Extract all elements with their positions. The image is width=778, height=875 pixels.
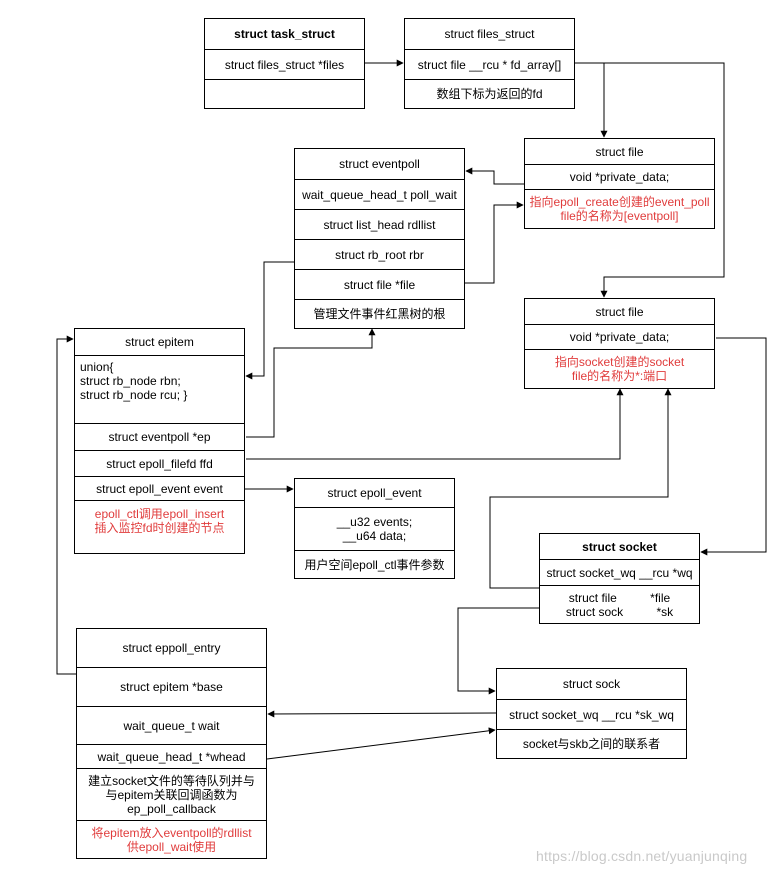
eventpoll-note: 管理文件事件红黑树的根 <box>295 299 464 328</box>
watermark: https://blog.csdn.net/yuanjunqing <box>536 848 748 864</box>
epoll-event-fields: __u32 events; __u64 data; <box>295 507 454 550</box>
epitem-event-field: struct epoll_event event <box>75 476 244 500</box>
arrow-ffd-to-socket-file <box>246 388 624 460</box>
arrow-private-data-to-eventpoll <box>465 167 524 185</box>
arrow-whead-to-sk-wq <box>266 727 496 760</box>
eppoll-entry-box: struct eppoll_entry struct epitem *base … <box>76 628 267 859</box>
arrow-private-data-to-socket <box>700 337 767 556</box>
files-struct-box: struct files_struct struct file __rcu * … <box>404 18 575 109</box>
eppoll-entry-title: struct eppoll_entry <box>122 641 221 655</box>
eventpoll-title: struct eventpoll <box>339 157 420 171</box>
arrow-socket-file-to-file <box>489 388 672 589</box>
socket-file-private-data-field: void *private_data; <box>525 324 714 349</box>
eventpoll-file-field: struct file *file <box>295 269 464 299</box>
epitem-note: epoll_ctl调用epoll_insert 插入监控fd时创建的节点 <box>75 500 244 540</box>
eppoll-entry-callback-note: 建立socket文件的等待队列并与 与epitem关联回调函数为 ep_poll… <box>77 768 266 820</box>
socket-file-title: struct file <box>595 304 644 319</box>
eppoll-entry-base-field: struct epitem *base <box>77 667 266 706</box>
eppoll-entry-whead-field: wait_queue_head_t *whead <box>77 744 266 768</box>
eventpoll-box: struct eventpoll wait_queue_head_t poll_… <box>294 148 465 329</box>
socket-title: struct socket <box>582 539 657 554</box>
files-struct-fd-array-field: struct file __rcu * fd_array[] <box>405 49 574 79</box>
eventpoll-rbr-field: struct rb_root rbr <box>295 239 464 269</box>
files-struct-fd-note: 数组下标为返回的fd <box>405 79 574 108</box>
epitem-ffd-field: struct epoll_filefd ffd <box>75 450 244 476</box>
files-struct-title: struct files_struct <box>444 27 535 41</box>
arrow-rbr-to-epitem <box>245 261 294 380</box>
sock-box: struct sock struct socket_wq __rcu *sk_w… <box>496 668 687 759</box>
epitem-union-field: union{ struct rb_node rbn; struct rb_nod… <box>75 355 244 423</box>
task-struct-title: struct task_struct <box>234 27 335 41</box>
eppoll-entry-wait-field: wait_queue_t wait <box>77 706 266 744</box>
epoll-event-box: struct epoll_event __u32 events; __u64 d… <box>294 478 455 579</box>
arrow-eppoll-entry-to-epitem <box>56 335 76 675</box>
epoll-file-title: struct file <box>595 144 644 159</box>
eppoll-entry-rdllist-note: 将epitem放入eventpoll的rdllist 供epoll_wait使用 <box>77 820 266 858</box>
epitem-box: struct epitem union{ struct rb_node rbn;… <box>74 328 245 554</box>
arrow-sk-wq-to-wait <box>267 710 497 718</box>
arrow-ep-to-eventpoll <box>246 328 376 438</box>
socket-wq-field: struct socket_wq __rcu *wq <box>540 559 699 585</box>
epoll-file-private-data-field: void *private_data; <box>525 164 714 189</box>
socket-box: struct socket struct socket_wq __rcu *wq… <box>539 533 700 624</box>
arrow-sk-to-sock <box>457 607 539 695</box>
sock-note: socket与skb之间的联系者 <box>497 729 686 758</box>
task-struct-box: struct task_struct struct files_struct *… <box>204 18 365 109</box>
task-struct-empty-field <box>205 79 364 108</box>
sock-sk-wq-field: struct socket_wq __rcu *sk_wq <box>497 699 686 729</box>
epoll-event-note: 用户空间epoll_ctl事件参数 <box>295 550 454 578</box>
epoll-event-title: struct epoll_event <box>327 486 422 500</box>
epoll-file-note: 指向epoll_create创建的event_poll file的名称为[eve… <box>525 189 714 228</box>
sock-title: struct sock <box>562 677 621 691</box>
eventpoll-rdllist-field: struct list_head rdllist <box>295 209 464 239</box>
epitem-ep-field: struct eventpoll *ep <box>75 423 244 450</box>
task-struct-files-field: struct files_struct *files <box>205 49 364 79</box>
socket-file-box: struct file void *private_data; 指向socket… <box>524 298 715 389</box>
eventpoll-poll-wait-field: wait_queue_head_t poll_wait <box>295 179 464 209</box>
epoll-file-box: struct file void *private_data; 指向epoll_… <box>524 138 715 229</box>
arrow-fdarray-to-epoll-file <box>575 62 608 138</box>
socket-file-sk-fields: struct file *file struct sock *sk <box>540 585 699 623</box>
epitem-title: struct epitem <box>125 335 194 349</box>
arrow-fdarray-to-socket-file <box>575 62 725 298</box>
socket-file-note: 指向socket创建的socket file的名称为*:端口 <box>525 349 714 388</box>
arrow-eventpoll-file-to-epoll-file <box>465 201 524 284</box>
